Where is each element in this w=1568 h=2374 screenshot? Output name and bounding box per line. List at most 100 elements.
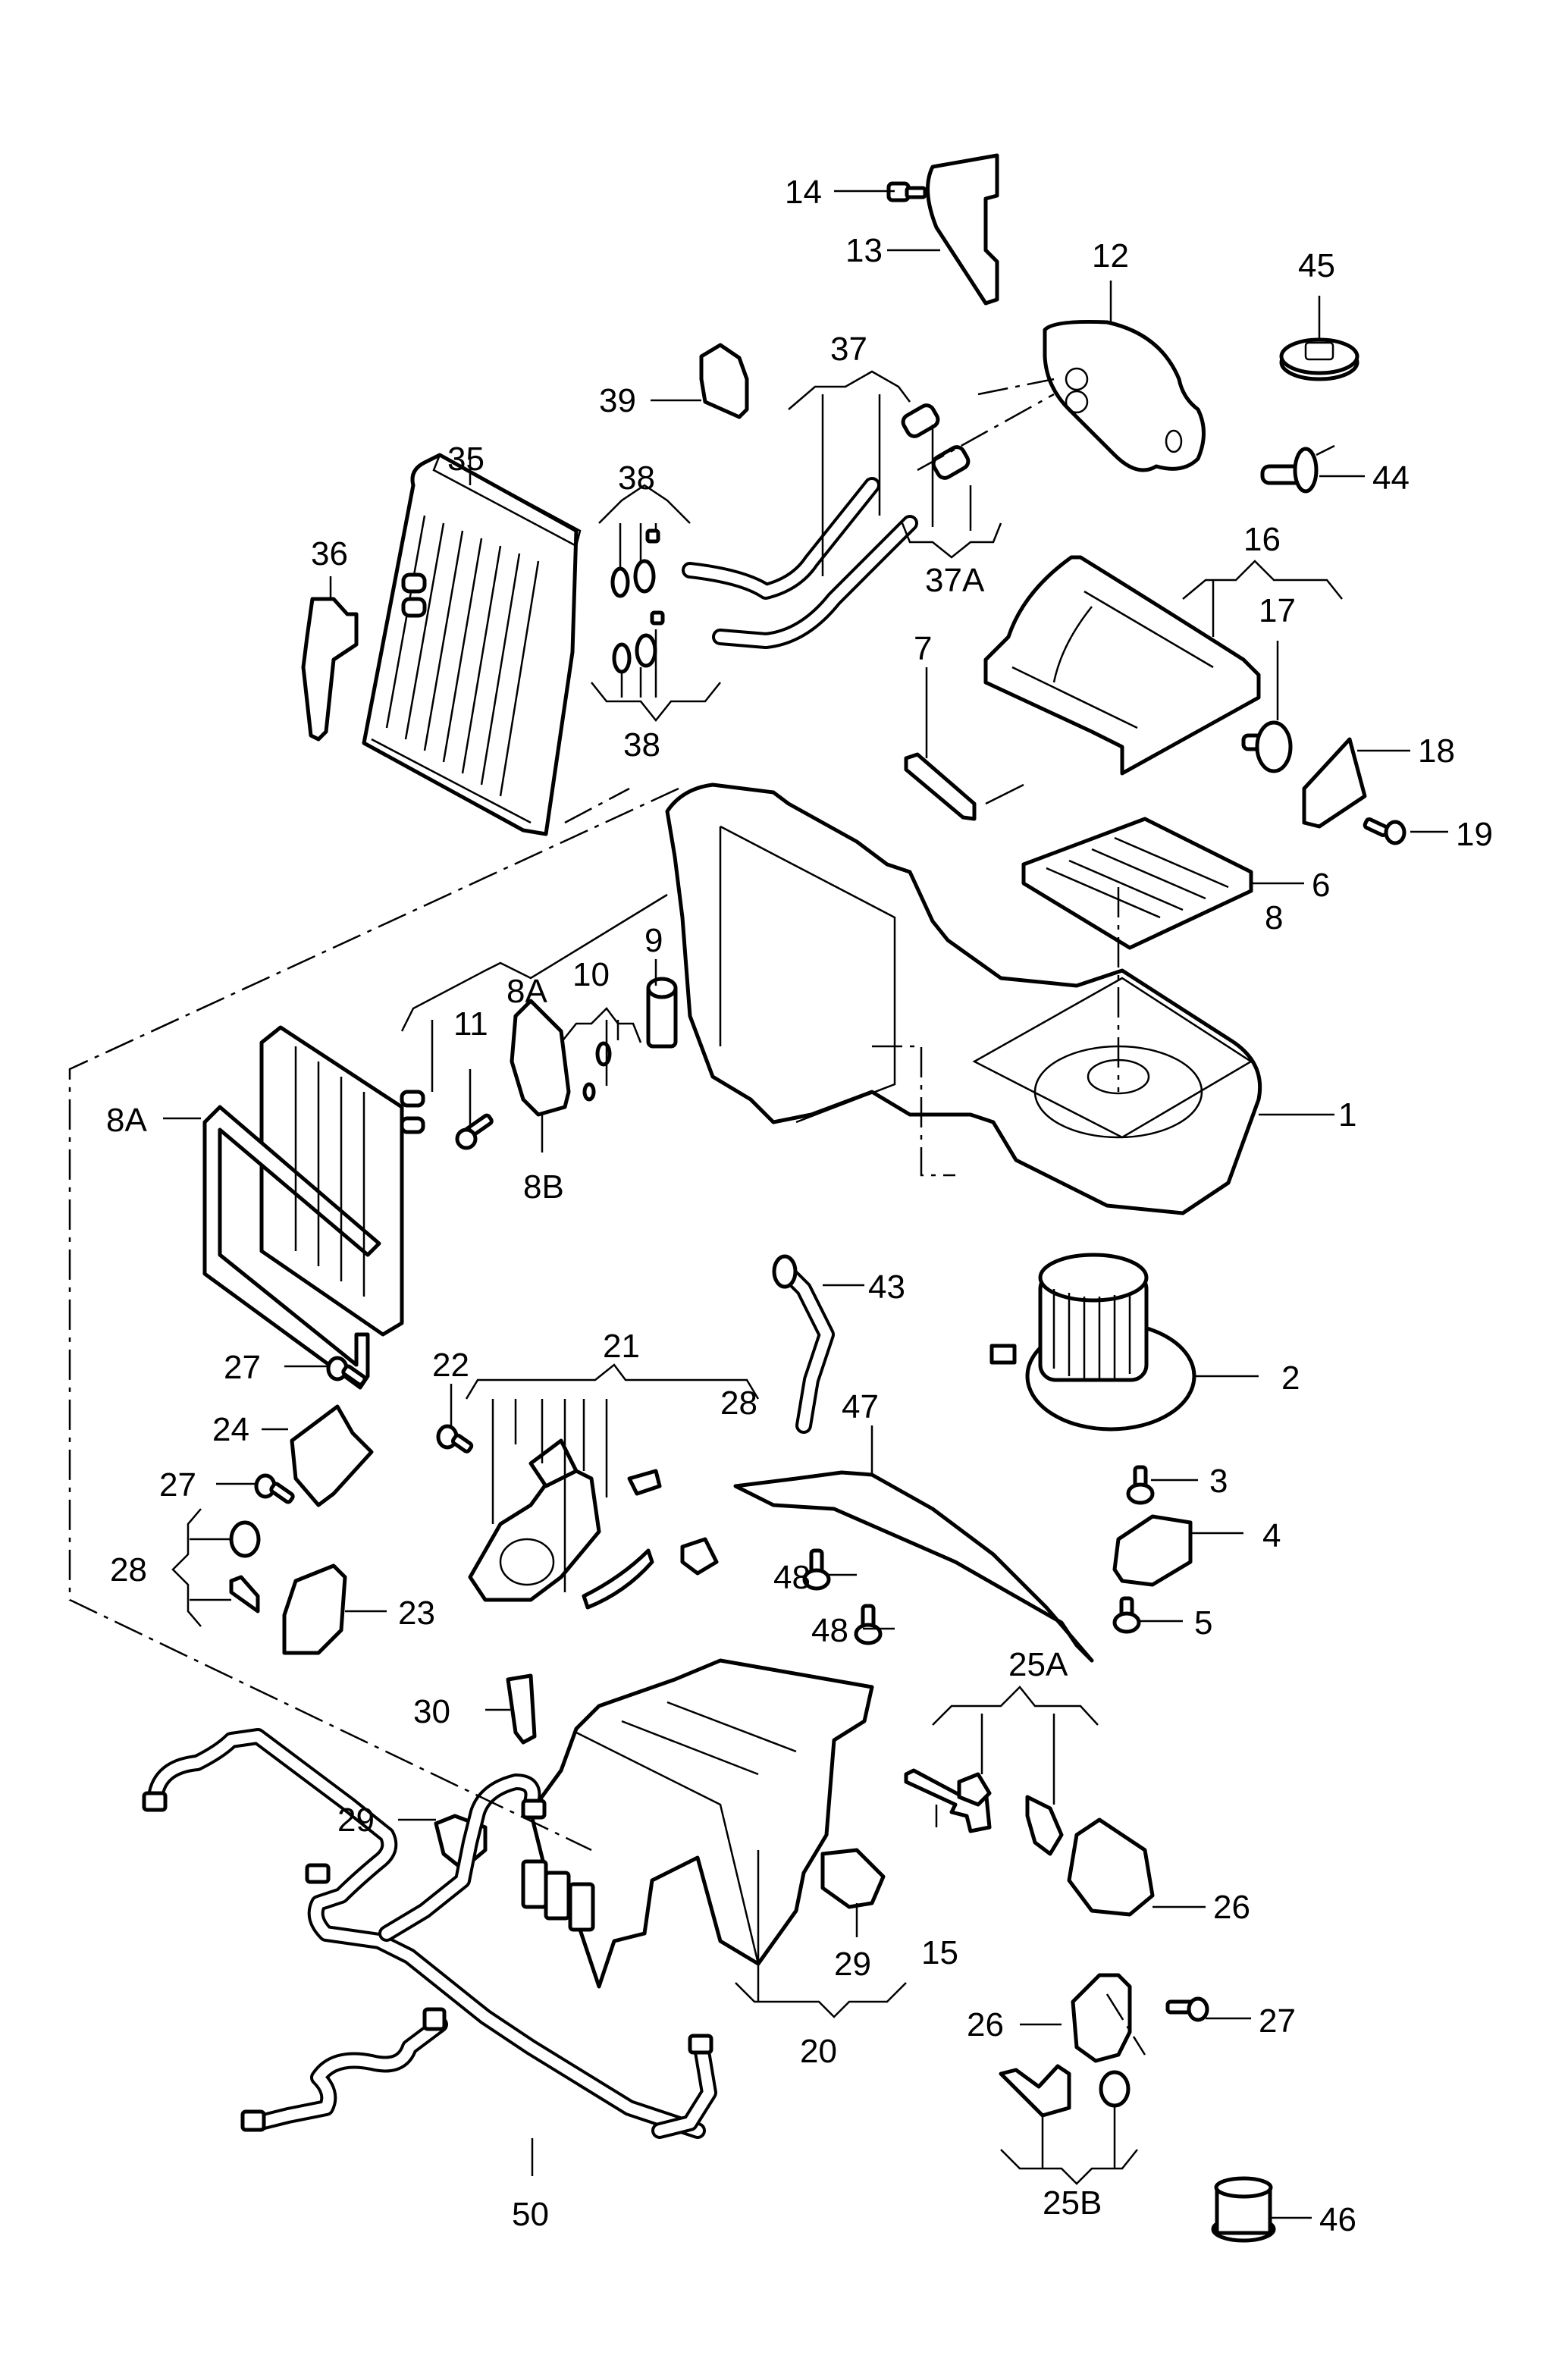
part-5-screw bbox=[1112, 1596, 1141, 1634]
callout-11: 11 bbox=[453, 1005, 488, 1043]
callout-16: 16 bbox=[1243, 521, 1281, 558]
callout-39: 39 bbox=[599, 382, 636, 419]
callout-27-a: 27 bbox=[224, 1349, 261, 1386]
callout-27-c: 27 bbox=[1259, 2002, 1296, 2040]
callout-29-a: 29 bbox=[337, 1802, 375, 1839]
part-44-stud bbox=[1260, 444, 1335, 494]
callout-26-a: 26 bbox=[1213, 1889, 1250, 1926]
part-37A-fittings bbox=[901, 403, 971, 480]
part-25B-lever-a bbox=[999, 2064, 1071, 2118]
part-36-bracket bbox=[301, 597, 359, 742]
callout-48-a: 48 bbox=[773, 1559, 811, 1596]
callout-18: 18 bbox=[1418, 732, 1455, 770]
callout-38-b: 38 bbox=[623, 726, 660, 764]
callout-15: 15 bbox=[921, 1934, 958, 1971]
callout-28-a: 28 bbox=[110, 1551, 147, 1588]
callout-28-b: 28 bbox=[720, 1385, 757, 1422]
callout-8A-2: 8A bbox=[106, 1102, 147, 1139]
callout-4: 4 bbox=[1262, 1517, 1281, 1554]
callout-20: 20 bbox=[800, 2033, 837, 2070]
part-43-drain-hose bbox=[772, 1254, 835, 1434]
callout-43: 43 bbox=[868, 1269, 905, 1306]
part-27-screw-b bbox=[254, 1473, 295, 1504]
part-21-clip bbox=[627, 1469, 662, 1496]
callout-26-b: 26 bbox=[967, 2006, 1004, 2043]
part-8-evaporator bbox=[202, 1025, 425, 1390]
callout-25B: 25B bbox=[1043, 2184, 1102, 2222]
leader-lines bbox=[163, 190, 1448, 2219]
part-20-distribution-housing bbox=[521, 1658, 874, 1989]
callout-45: 45 bbox=[1298, 247, 1335, 284]
part-25B-cap bbox=[1099, 2070, 1131, 2108]
part-9-expansion-valve bbox=[646, 977, 678, 1049]
part-24-actuator bbox=[290, 1404, 374, 1507]
callout-7: 7 bbox=[914, 630, 932, 667]
callout-35: 35 bbox=[447, 441, 485, 478]
part-27-screw-c bbox=[1165, 1996, 1209, 2022]
callout-37: 37 bbox=[830, 331, 867, 368]
callout-12: 12 bbox=[1092, 237, 1129, 274]
part-3-screw bbox=[1126, 1465, 1155, 1505]
callout-50: 50 bbox=[512, 2196, 549, 2233]
part-14-screw bbox=[886, 181, 927, 202]
callout-38-a: 38 bbox=[618, 459, 655, 497]
callout-5: 5 bbox=[1194, 1604, 1212, 1642]
callout-44: 44 bbox=[1372, 459, 1410, 497]
part-28-clip-a bbox=[229, 1520, 261, 1558]
callout-9: 9 bbox=[644, 922, 663, 959]
part-21-lever bbox=[582, 1548, 654, 1610]
part-7-grille bbox=[904, 752, 977, 821]
part-8B-seal bbox=[510, 999, 571, 1117]
part-17-clip bbox=[1241, 720, 1293, 773]
callout-30: 30 bbox=[413, 1693, 450, 1730]
part-4-resistor bbox=[1112, 1514, 1193, 1587]
callout-47: 47 bbox=[842, 1388, 879, 1425]
part-47-cover bbox=[733, 1470, 1094, 1663]
part-15-shaft bbox=[904, 1768, 992, 1833]
callout-14: 14 bbox=[785, 174, 822, 211]
callout-29-b: 29 bbox=[834, 1946, 871, 1983]
callout-labels: 1 2 3 4 5 6 7 8 8A 8A 8B 9 10 11 12 13 1… bbox=[106, 174, 1493, 2238]
assembly-lines bbox=[68, 378, 1146, 2056]
part-22-screw bbox=[436, 1424, 474, 1454]
part-46-cap bbox=[1211, 2176, 1276, 2243]
callout-19: 19 bbox=[1456, 816, 1493, 853]
part-13-bracket bbox=[926, 153, 999, 306]
part-26-actuator-a bbox=[1067, 1817, 1155, 1917]
callout-25A: 25A bbox=[1008, 1646, 1068, 1683]
part-23-actuator bbox=[282, 1563, 347, 1655]
callout-8B: 8B bbox=[523, 1168, 564, 1206]
part-26-actuator-b bbox=[1071, 1973, 1132, 2063]
part-25A-lever-a bbox=[957, 1772, 992, 1807]
callout-48-b: 48 bbox=[811, 1612, 848, 1649]
callout-36: 36 bbox=[311, 535, 348, 572]
part-39-cover bbox=[699, 343, 749, 419]
callout-2: 2 bbox=[1281, 1359, 1300, 1397]
part-28-clip-c bbox=[680, 1537, 719, 1576]
part-2-blower-motor bbox=[989, 1253, 1196, 1432]
part-11-screw bbox=[455, 1113, 494, 1150]
part-19-screw bbox=[1363, 817, 1406, 845]
callout-10: 10 bbox=[572, 956, 610, 993]
callout-24: 24 bbox=[212, 1411, 249, 1448]
part-27-screw-a bbox=[326, 1356, 367, 1387]
callout-8: 8 bbox=[1265, 899, 1283, 936]
part-28-clip-b bbox=[229, 1575, 260, 1614]
part-35-heater-core bbox=[362, 453, 582, 836]
components bbox=[68, 153, 1448, 2243]
callout-13: 13 bbox=[845, 232, 883, 269]
callout-37A: 37A bbox=[925, 562, 985, 599]
callout-22: 22 bbox=[432, 1347, 469, 1384]
callout-23: 23 bbox=[398, 1595, 435, 1632]
part-45-grommet bbox=[1279, 337, 1359, 381]
callout-46: 46 bbox=[1319, 2201, 1356, 2238]
callout-21: 21 bbox=[603, 1328, 640, 1365]
part-29-clip-b bbox=[820, 1848, 886, 1909]
callout-3: 3 bbox=[1209, 1463, 1228, 1500]
part-48-screw-a bbox=[802, 1548, 831, 1591]
callout-27-b: 27 bbox=[159, 1466, 196, 1504]
part-30-pin bbox=[506, 1673, 537, 1745]
part-6-filter bbox=[1021, 817, 1253, 950]
part-25A-lever-b bbox=[1025, 1795, 1064, 1856]
